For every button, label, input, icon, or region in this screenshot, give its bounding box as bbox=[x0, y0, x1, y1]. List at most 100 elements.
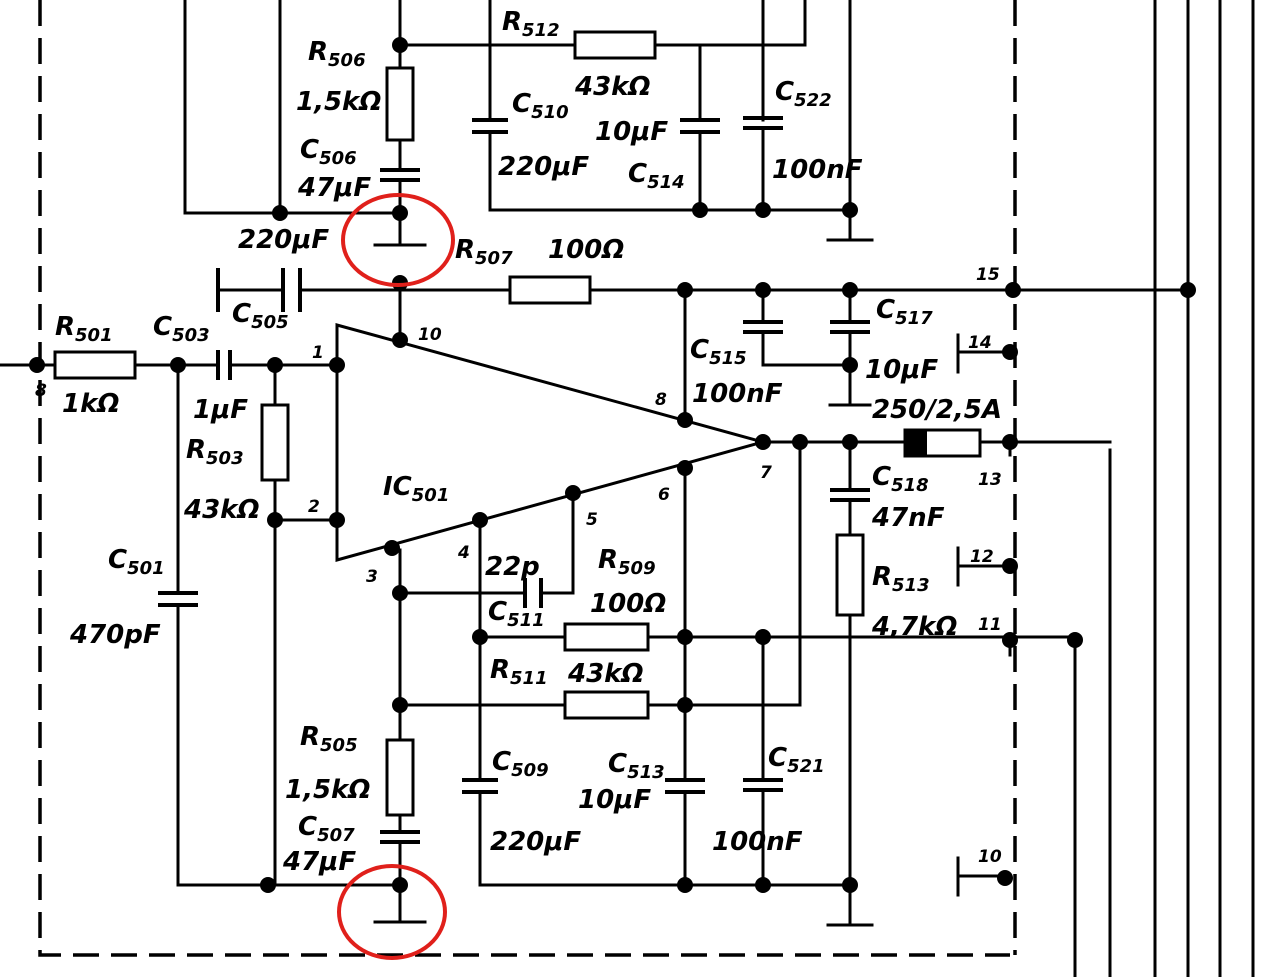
c507-plates bbox=[380, 830, 420, 844]
wiring bbox=[0, 0, 1190, 927]
c515-value: 100nF bbox=[692, 379, 783, 409]
fuse-value: 250/2,5A bbox=[872, 395, 1002, 425]
r503-value: 43kΩ bbox=[183, 495, 260, 525]
ground-symbols bbox=[373, 211, 874, 927]
r513-body bbox=[835, 533, 865, 617]
ic-pin-7: 7 bbox=[760, 463, 772, 483]
c505-label: C505 bbox=[232, 299, 289, 333]
r503-body bbox=[260, 403, 290, 482]
r509-body bbox=[563, 622, 650, 652]
r505-body bbox=[385, 738, 415, 817]
c506-value: 47μF bbox=[297, 173, 371, 203]
c521-label: C521 bbox=[768, 743, 825, 777]
c518-label: C518 bbox=[872, 462, 929, 496]
r506-body bbox=[385, 66, 415, 142]
ic-pin-5: 5 bbox=[586, 510, 598, 530]
ic-pin-4: 4 bbox=[457, 543, 470, 563]
c503-value: 1μF bbox=[193, 395, 248, 425]
r501-value: 1kΩ bbox=[62, 389, 119, 419]
c507-label: C507 bbox=[298, 812, 355, 846]
c509-value: 220μF bbox=[490, 827, 581, 857]
c517-label: C517 bbox=[876, 295, 933, 329]
r507-value: 100Ω bbox=[548, 235, 624, 265]
connector-pin-numbers: 8 15 14 13 12 11 10 bbox=[35, 265, 1002, 867]
c514-plates bbox=[680, 118, 720, 134]
ic-amplifier-triangle bbox=[335, 323, 769, 562]
module-boundary bbox=[38, 0, 1017, 957]
c522-value: 100nF bbox=[772, 155, 863, 185]
r506-label: R506 bbox=[308, 37, 366, 71]
c521-plates bbox=[743, 778, 783, 792]
c503-label: C503 bbox=[153, 312, 210, 346]
c517-plates bbox=[830, 320, 870, 334]
highlight-marks bbox=[337, 193, 455, 960]
resistors bbox=[53, 30, 865, 817]
component-labels: R501 1kΩ C503 1μF C505 220μF R503 43kΩ C… bbox=[55, 7, 1002, 877]
c506-label: C506 bbox=[300, 135, 357, 169]
c510-label: C510 bbox=[512, 89, 569, 123]
r509-label: R509 bbox=[598, 545, 656, 579]
c514-value: 10μF bbox=[595, 117, 668, 147]
ic-pin-8: 8 bbox=[655, 390, 667, 410]
c501-label: C501 bbox=[108, 545, 165, 579]
connector-pin-11: 11 bbox=[978, 615, 1002, 635]
c509-plates bbox=[462, 778, 498, 794]
ic-pin-1: 1 bbox=[312, 343, 324, 363]
c509-label: C509 bbox=[492, 747, 549, 781]
highlight-ground-bottom bbox=[337, 864, 447, 960]
r512-body bbox=[573, 30, 657, 60]
c518-plates bbox=[830, 488, 870, 502]
c503-plates bbox=[216, 350, 232, 380]
c514-label: C514 bbox=[628, 159, 685, 193]
c510-plates bbox=[472, 118, 508, 134]
ic-pin-6: 6 bbox=[658, 485, 670, 505]
r501-body bbox=[53, 350, 137, 380]
c515-label: C515 bbox=[690, 335, 747, 369]
r513-value: 4,7kΩ bbox=[871, 612, 957, 642]
r503-label: R503 bbox=[186, 435, 244, 469]
ground-bottom-left bbox=[373, 903, 427, 924]
r509-value: 100Ω bbox=[590, 589, 666, 619]
r512-value: 43kΩ bbox=[574, 72, 651, 102]
r507-label: R507 bbox=[455, 235, 513, 269]
c513-label: C513 bbox=[608, 749, 665, 783]
c522-plates bbox=[743, 116, 783, 130]
c506-plates bbox=[380, 168, 420, 182]
highlight-ground-top bbox=[341, 193, 455, 287]
c507-value: 47μF bbox=[282, 847, 356, 877]
c511-value: 22p bbox=[485, 552, 540, 582]
connector-pin-14: 14 bbox=[968, 333, 992, 353]
c510-value: 220μF bbox=[498, 152, 589, 182]
ic-pin-10: 10 bbox=[418, 325, 442, 345]
r507-body bbox=[508, 275, 592, 305]
r511-label: R511 bbox=[490, 655, 548, 689]
bus-lines bbox=[1073, 0, 1255, 977]
connector-pin-15: 15 bbox=[976, 265, 1000, 285]
connector-pin-12: 12 bbox=[970, 547, 994, 567]
c505-plates bbox=[216, 268, 302, 312]
r505-value: 1,5kΩ bbox=[285, 775, 370, 805]
c518-value: 47nF bbox=[871, 503, 945, 533]
connector-pin-8: 8 bbox=[35, 381, 47, 401]
ic-pin-3: 3 bbox=[366, 567, 378, 587]
c501-plates bbox=[158, 591, 198, 607]
c511-label: C511 bbox=[488, 597, 545, 631]
r505-label: R505 bbox=[300, 722, 358, 756]
c517-value: 10μF bbox=[865, 355, 938, 385]
connector-pin-10: 10 bbox=[978, 847, 1002, 867]
r511-value: 43kΩ bbox=[567, 659, 644, 689]
fuse bbox=[903, 428, 982, 458]
c501-value: 470pF bbox=[69, 620, 161, 650]
r512-label: R512 bbox=[502, 7, 560, 41]
r513-label: R513 bbox=[872, 562, 930, 596]
c513-value: 10μF bbox=[578, 785, 651, 815]
ic501-label: IC501 bbox=[383, 472, 449, 506]
capacitors bbox=[158, 116, 870, 844]
c515-plates bbox=[743, 320, 783, 334]
ic-pin-numbers: 1 2 3 4 5 6 7 8 10 bbox=[308, 325, 772, 587]
c522-label: C522 bbox=[775, 77, 832, 111]
c521-value: 100nF bbox=[712, 827, 803, 857]
c505-value: 220μF bbox=[238, 225, 329, 255]
connector-pin-13: 13 bbox=[978, 470, 1002, 490]
